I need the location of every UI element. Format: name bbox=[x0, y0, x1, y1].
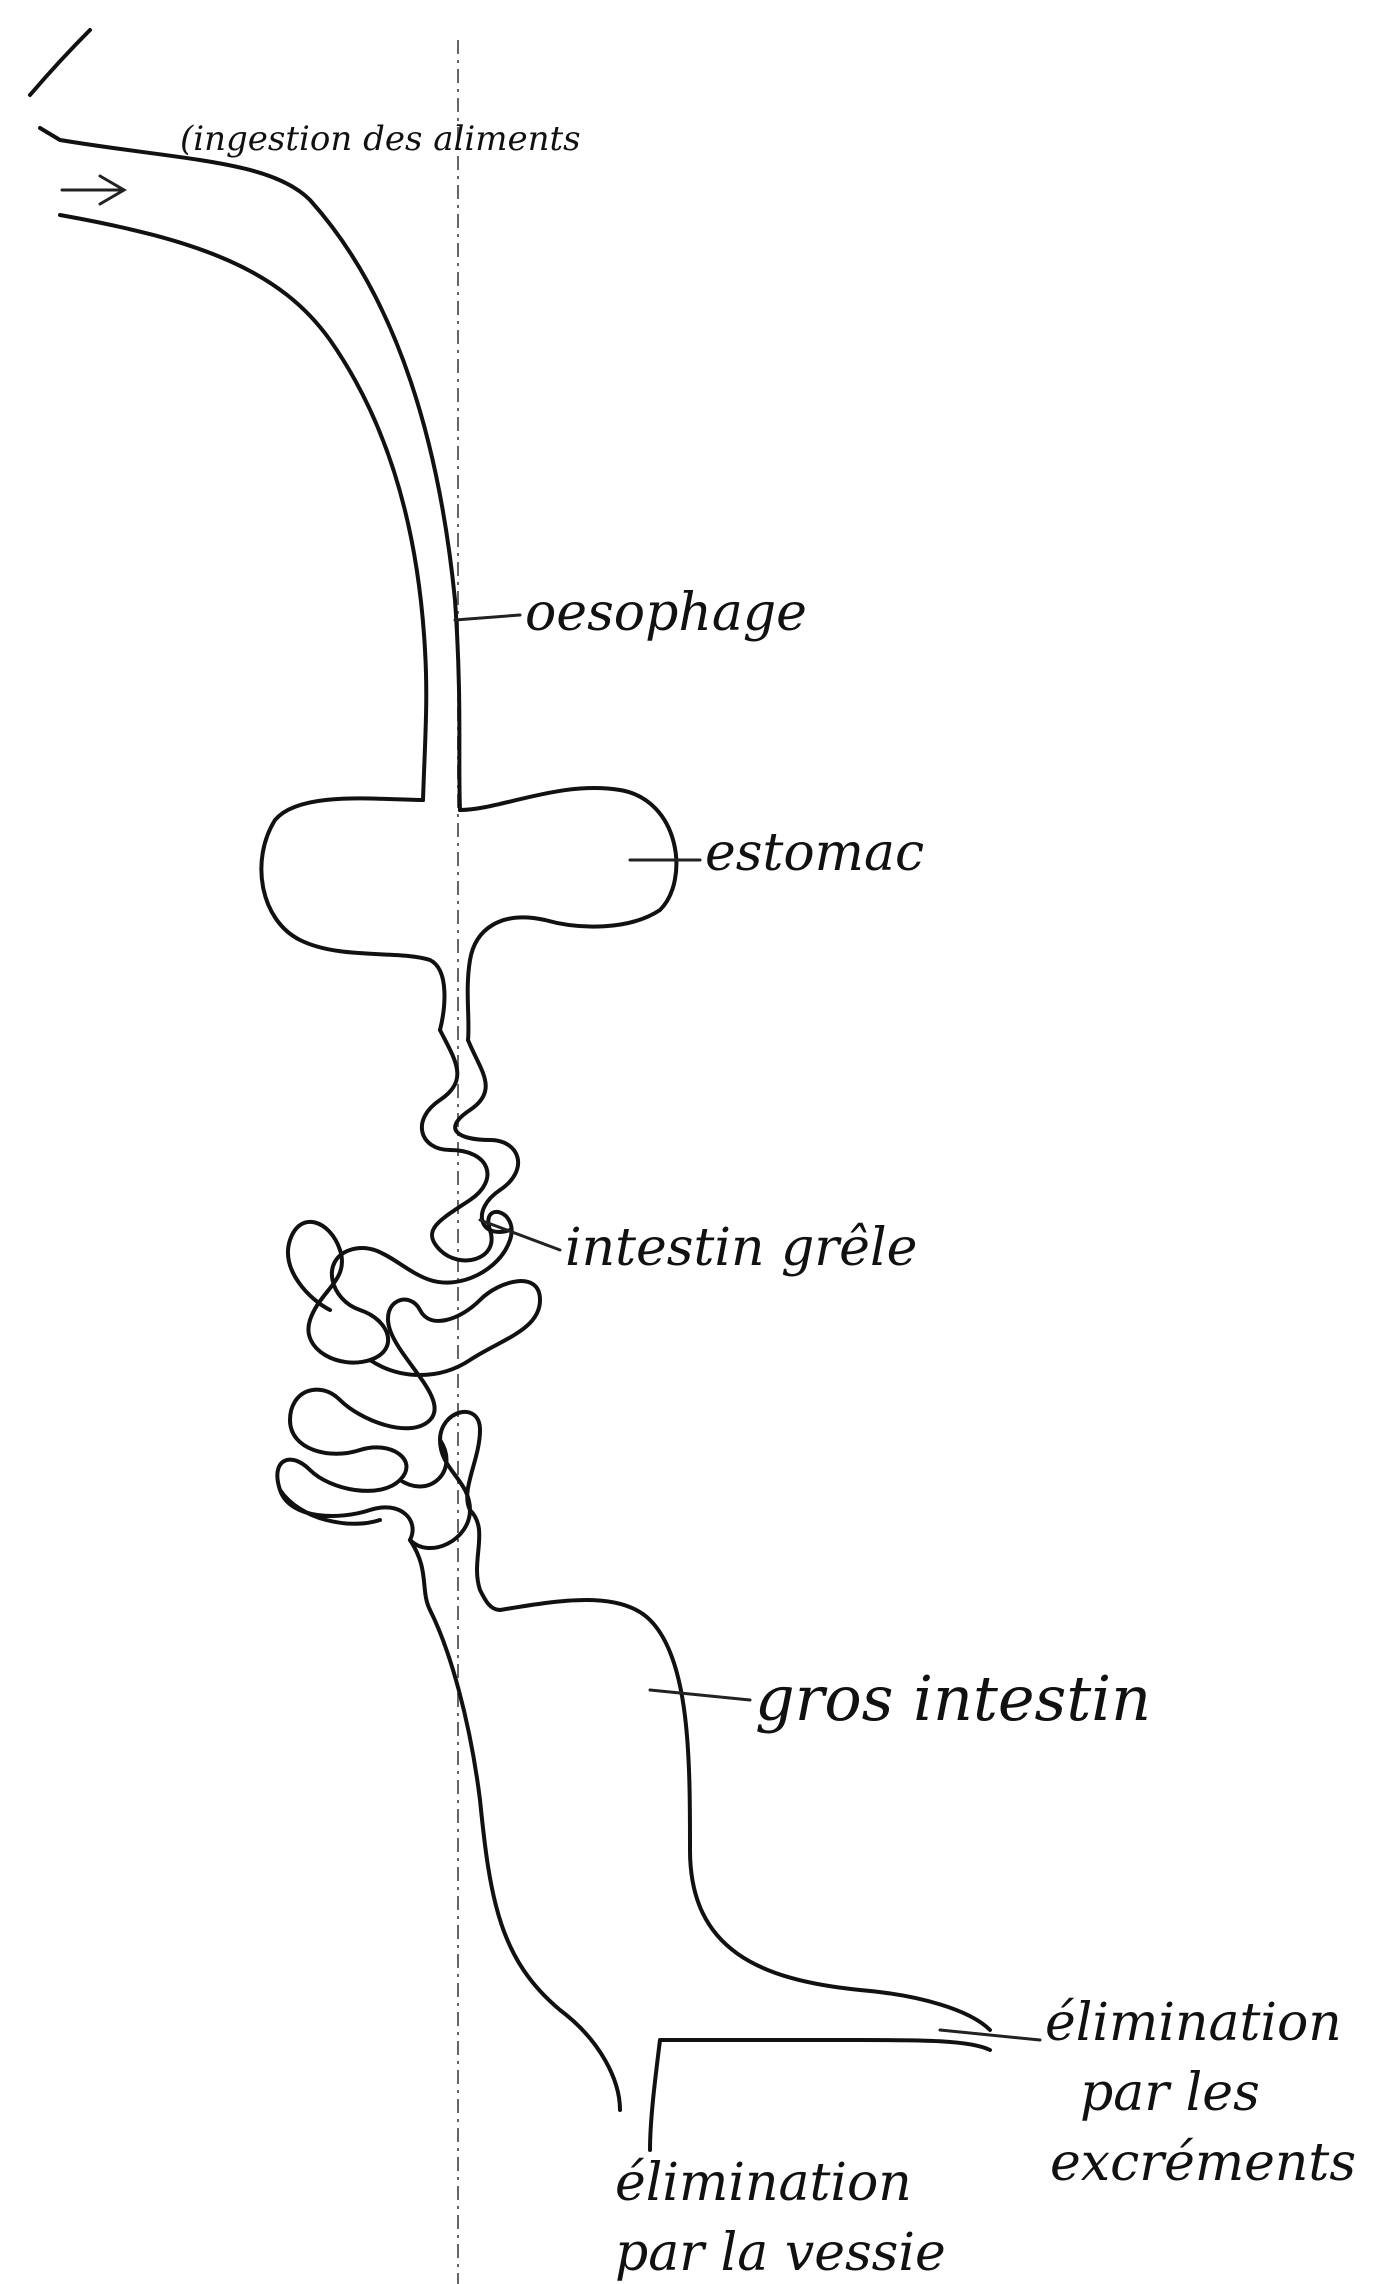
label-ingestion: (ingestion des aliments bbox=[180, 119, 581, 159]
oesophagus-inner-wall bbox=[60, 215, 426, 800]
stomach-outline bbox=[261, 788, 676, 1040]
small-intestine-coils bbox=[277, 1030, 540, 1548]
leader-large-intestine bbox=[650, 1690, 750, 1700]
label-excrement-line3: excréments bbox=[1050, 2133, 1356, 2193]
label-excrement-line1: élimination bbox=[1045, 1993, 1342, 2053]
leader-oesophagus bbox=[455, 615, 520, 620]
label-bladder-elimination: élimination par la vessie bbox=[615, 2153, 946, 2283]
label-large-intestine: gros intestin bbox=[755, 1662, 1151, 1735]
label-excrement-elimination: élimination par les excréments bbox=[1045, 1993, 1356, 2193]
label-small-intestine: intestin grêle bbox=[565, 1218, 917, 1278]
label-bladder-line1: élimination bbox=[615, 2153, 912, 2213]
label-excrement-line2: par les bbox=[1080, 2063, 1260, 2123]
small-intestine-lower-exit bbox=[410, 1510, 500, 1610]
intake-arrow-icon bbox=[62, 176, 124, 204]
label-stomach: estomac bbox=[705, 823, 924, 883]
oesophagus-outer-wall bbox=[40, 128, 460, 810]
label-oesophagus: oesophage bbox=[525, 583, 807, 643]
pen-stroke-mark bbox=[30, 30, 90, 95]
label-bladder-line2: par la vessie bbox=[615, 2223, 946, 2283]
